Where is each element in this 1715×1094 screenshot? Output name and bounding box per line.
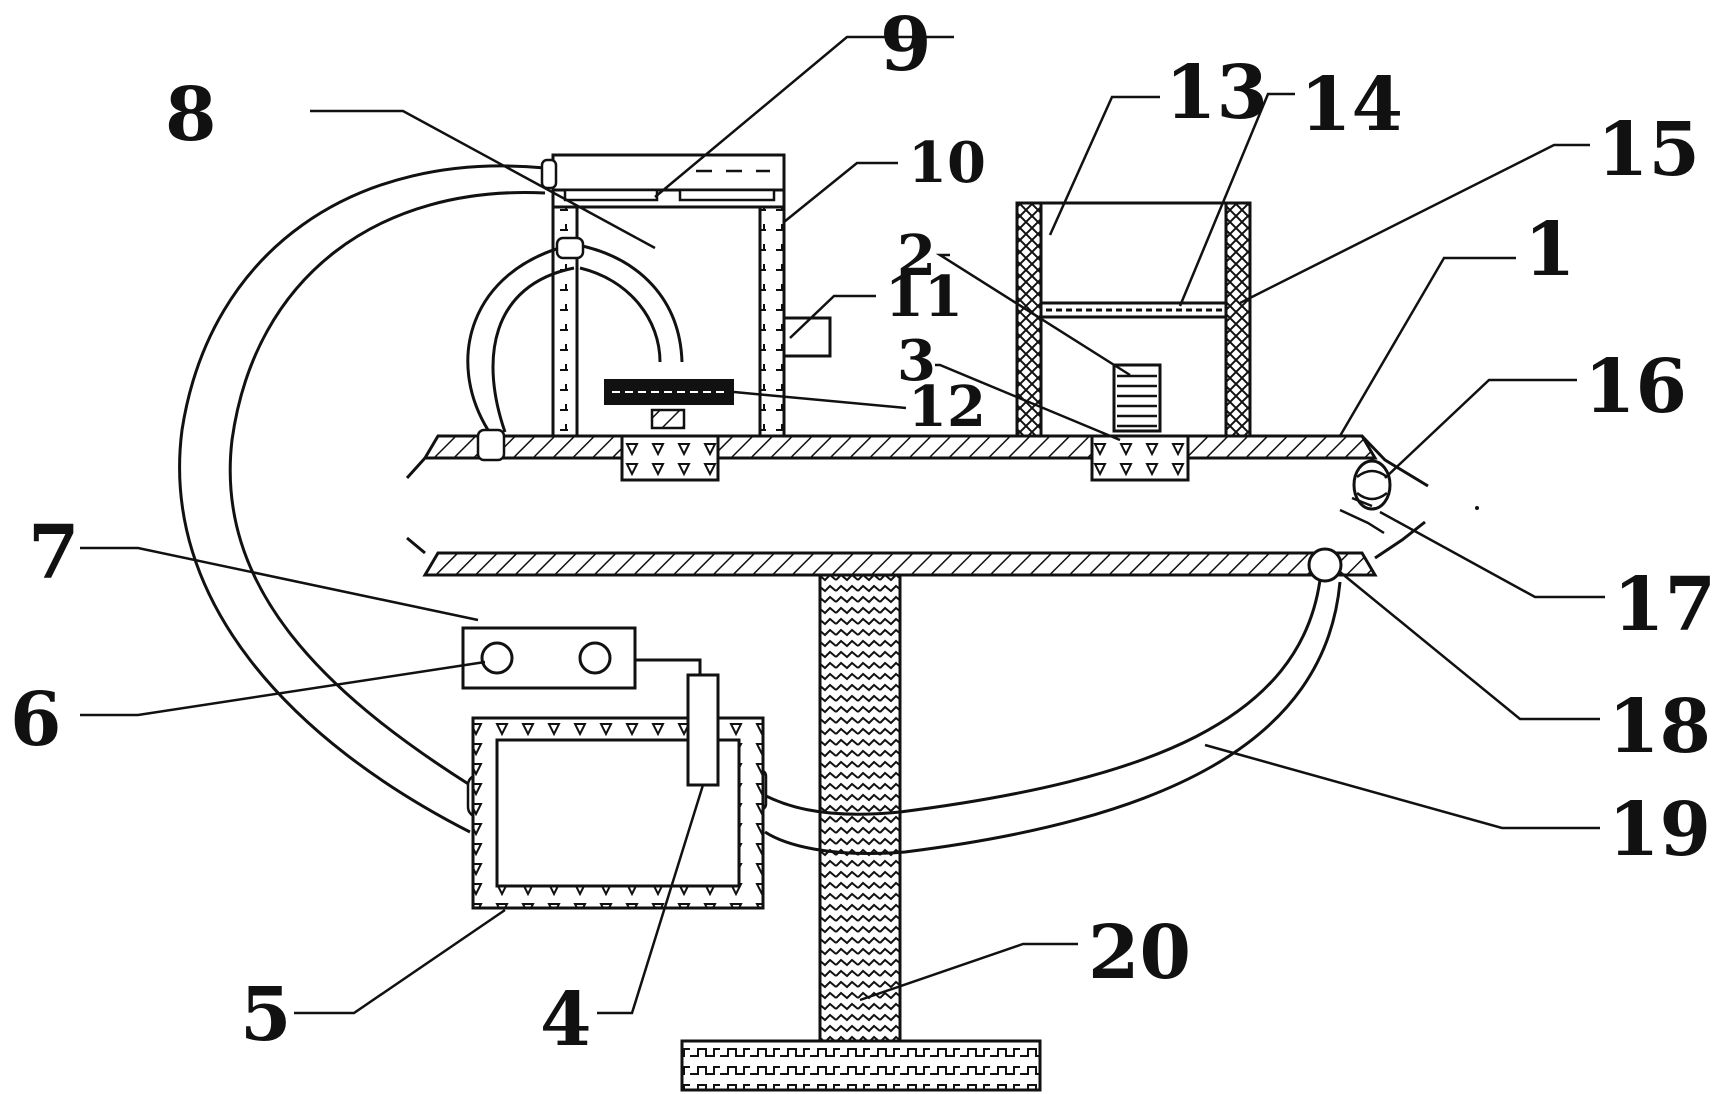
label-15: 15 — [1597, 107, 1700, 193]
spring-block-lines — [1117, 374, 1157, 428]
hopper-right-wall — [1224, 201, 1252, 438]
feed-port-left-plate — [563, 188, 659, 202]
label-5: 5 — [240, 972, 292, 1058]
control-wire — [635, 658, 702, 675]
label-1: 1 — [1524, 207, 1576, 293]
pump-motor-4 — [686, 673, 720, 787]
motor-housing-3 — [1090, 434, 1190, 482]
label-16: 16 — [1584, 344, 1687, 430]
label-18: 18 — [1608, 684, 1711, 770]
connector-18 — [1307, 547, 1343, 583]
dot — [1475, 506, 1479, 510]
outer-hose — [178, 164, 546, 834]
fitting-top — [540, 158, 558, 190]
label-4: 4 — [540, 977, 592, 1063]
label-19: 19 — [1608, 787, 1711, 873]
label-9: 9 — [880, 2, 932, 88]
dissolving-tank — [551, 153, 832, 482]
motor-housing-left — [620, 434, 720, 482]
fitting-inner-top — [555, 236, 585, 260]
pipe-inlet-upper-lip — [405, 456, 427, 480]
leader-lines — [80, 35, 1605, 1015]
label-11: 11 — [885, 264, 963, 330]
label-13: 13 — [1165, 50, 1268, 136]
inner-hose-outer — [466, 243, 571, 431]
outer-hose-inner — [228, 191, 546, 787]
label-17: 17 — [1613, 562, 1715, 648]
label-6: 6 — [10, 677, 62, 763]
stand-base — [680, 1039, 1042, 1092]
hoses — [178, 164, 1342, 855]
knob-right — [578, 641, 612, 675]
label-10: 10 — [908, 130, 986, 196]
filter-screen-14 — [1039, 301, 1228, 319]
label-14: 14 — [1300, 62, 1403, 148]
fitting-bottom-left — [476, 428, 506, 462]
nozzle-tip-17 — [1339, 508, 1385, 535]
stand — [680, 566, 1042, 1092]
control-box — [461, 626, 702, 690]
inner-hose-inner — [491, 266, 575, 433]
pipe-inlet-lower-lip — [406, 536, 426, 555]
pipe-upper-wall — [422, 434, 1378, 460]
hopper — [1015, 201, 1252, 482]
label-8: 8 — [165, 72, 217, 158]
feed-port-right-plate — [678, 188, 776, 202]
hopper-left-wall — [1015, 201, 1043, 438]
tank-right-wall — [758, 203, 786, 438]
label-12: 12 — [908, 374, 986, 440]
return-hose-19-outer — [754, 579, 1322, 816]
label-3: 3 — [897, 328, 936, 394]
labels: 9 8 10 11 12 13 14 15 1 2 3 16 17 18 19 … — [10, 2, 1715, 1063]
return-hose-19-inner — [764, 581, 1342, 855]
outlet-nozzle — [1307, 459, 1479, 583]
pipe-outlet-upper-flap — [1360, 434, 1429, 488]
pipe-outlet-lower-flap — [1374, 520, 1426, 560]
conveying-pipe — [405, 434, 1429, 577]
label-2: 2 — [897, 223, 936, 289]
pipe-lower-wall — [422, 551, 1378, 577]
label-20: 20 — [1088, 910, 1191, 996]
label-7: 7 — [28, 510, 80, 596]
knob-6 — [480, 641, 514, 675]
pump-box — [471, 673, 765, 910]
stand-column — [818, 566, 902, 1043]
agitator-shaft — [650, 408, 686, 430]
